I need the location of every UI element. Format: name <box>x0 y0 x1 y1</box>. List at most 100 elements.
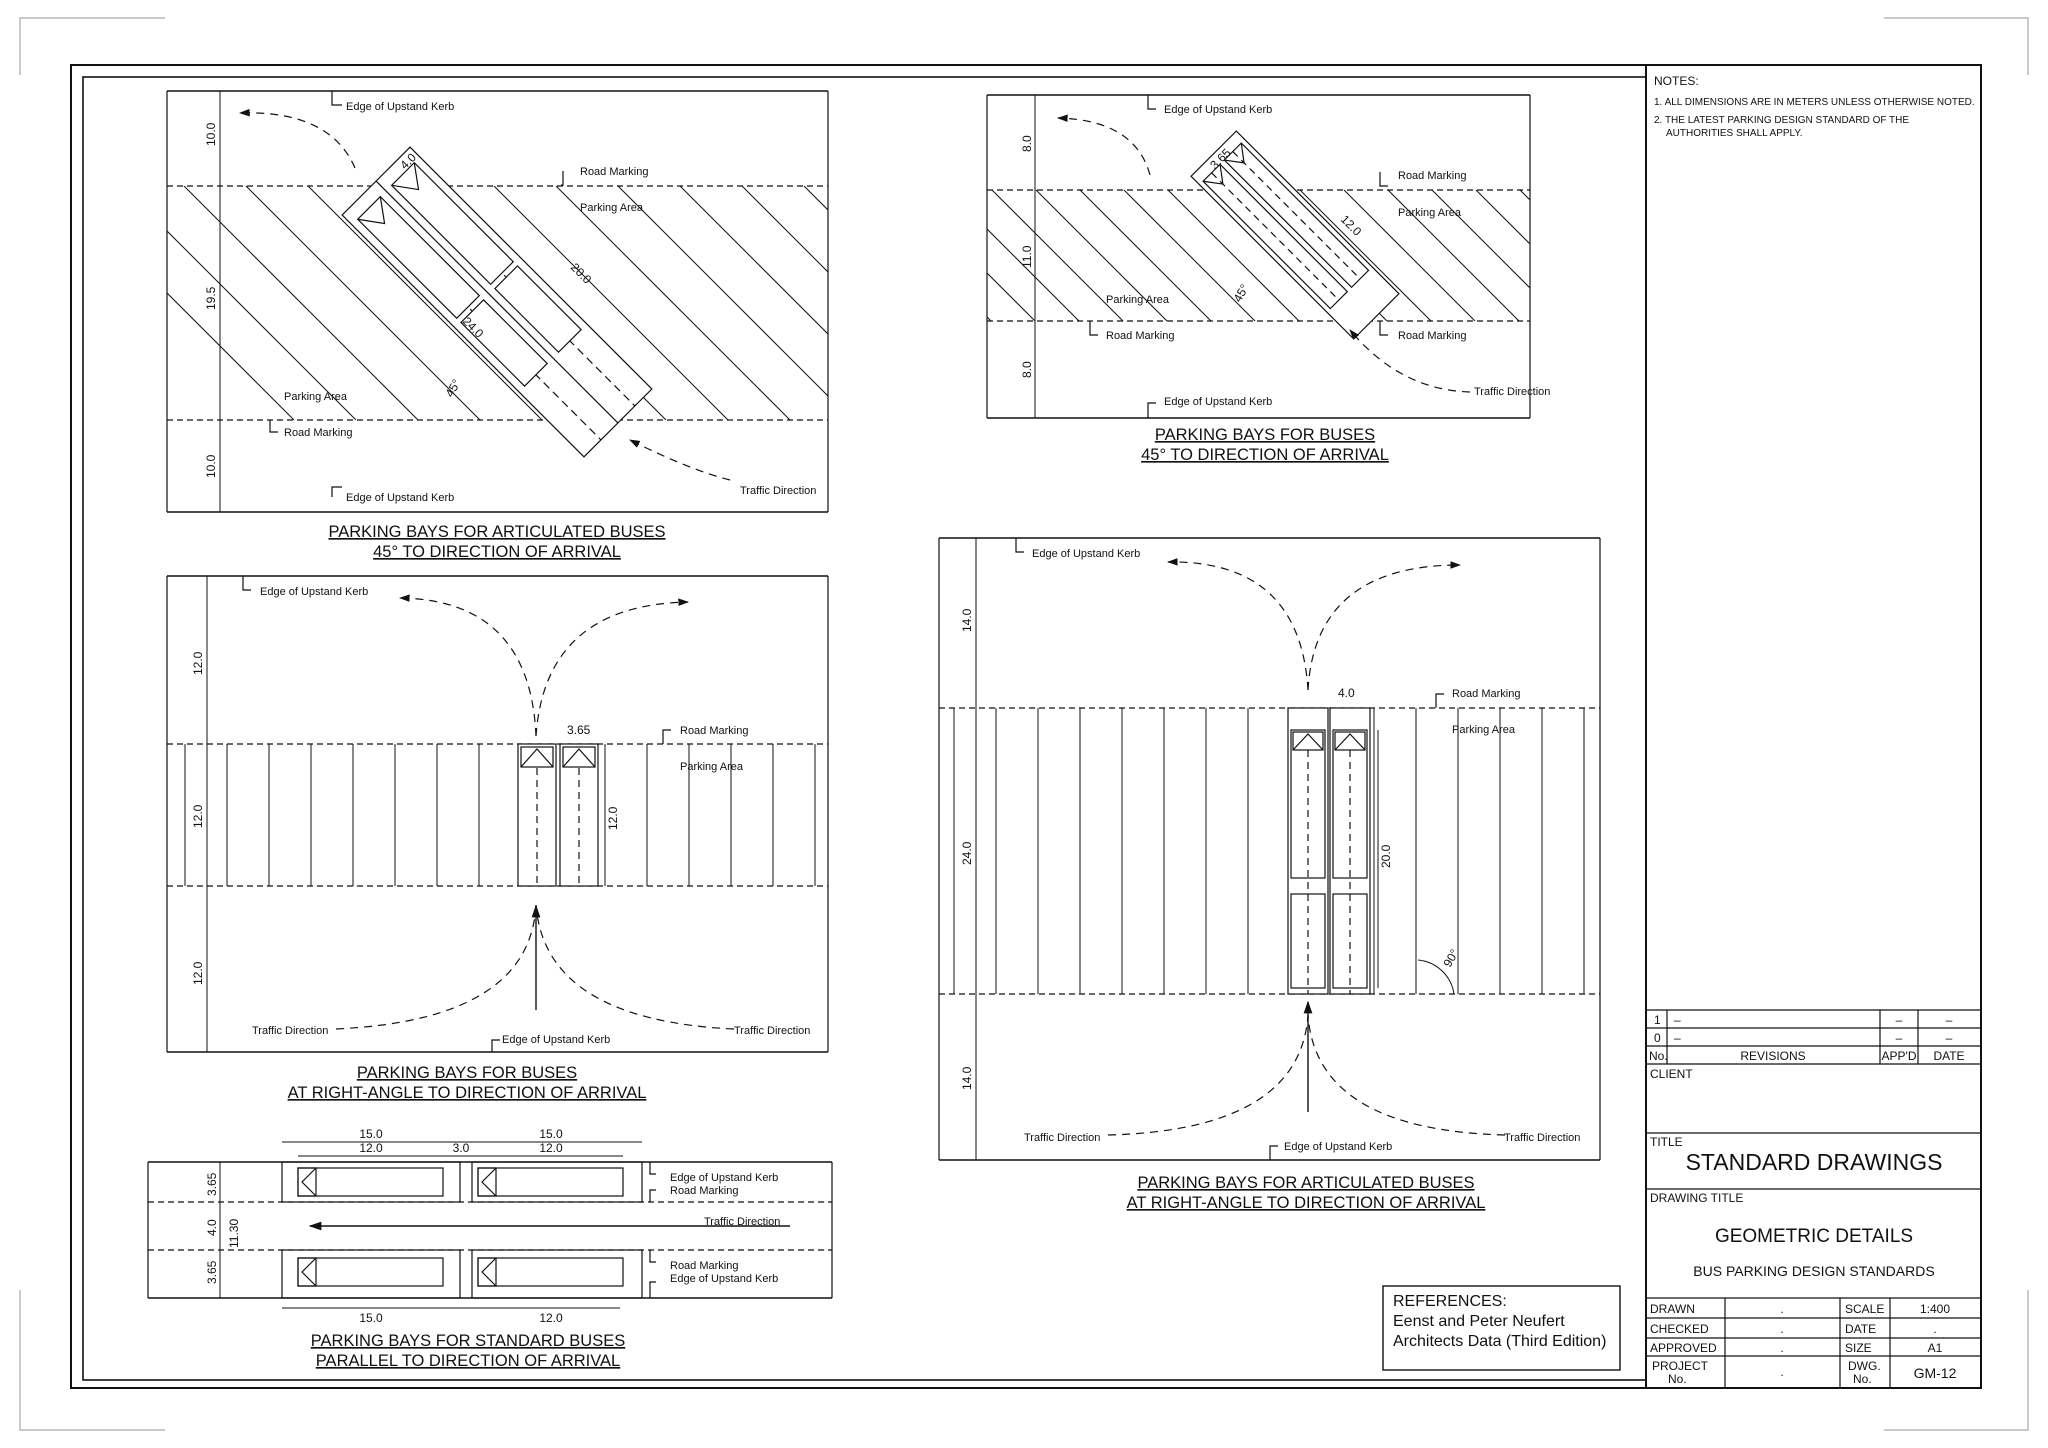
d2-bay-line <box>1387 190 1520 321</box>
d2-dim-bottom: 8.0 <box>1020 361 1034 378</box>
note-2: 2. THE LATEST PARKING DESIGN STANDARD OF… <box>1654 115 1909 126</box>
corner-marks <box>19 17 2029 1431</box>
title-label: TITLE <box>1650 1135 1683 1149</box>
d1-traffic: Traffic Direction <box>740 485 816 497</box>
d2-parking-area-left: Parking Area <box>1106 294 1170 306</box>
d4-dim-mid: 24.0 <box>960 841 974 865</box>
notes: NOTES: 1. ALL DIMENSIONS ARE IN METERS U… <box>1654 74 1975 139</box>
d2-bay-line <box>991 190 1124 321</box>
drawn-label: DRAWN <box>1650 1302 1695 1316</box>
d3-title-1: PARKING BAYS FOR BUSES <box>357 1064 577 1082</box>
d2-bay-line <box>1343 190 1476 321</box>
d5-dim-bay1-outer: 15.0 <box>359 1127 383 1141</box>
d5-text: Edge of Upstand Kerb Road Marking Traffi… <box>205 1127 780 1370</box>
d2-title-2: 45° TO DIRECTION OF ARRIVAL <box>1141 446 1389 464</box>
references-heading: REFERENCES: <box>1393 1293 1507 1310</box>
d4-kerb-bottom: Edge of Upstand Kerb <box>1284 1141 1392 1153</box>
d1-bay-line <box>741 186 828 273</box>
d2-dim-top: 8.0 <box>1020 135 1034 152</box>
title-value: STANDARD DRAWINGS <box>1686 1149 1943 1175</box>
checked-value: . <box>1780 1322 1783 1336</box>
d2-bay-line <box>1431 190 1530 289</box>
d1-dim-top: 10.0 <box>204 122 218 146</box>
d2-bay-line <box>1167 190 1300 321</box>
d1-bay-line <box>617 186 828 397</box>
outer-border <box>70 64 1982 1389</box>
drawn-value: . <box>1780 1302 1783 1316</box>
d5-dim-bay1-inner: 12.0 <box>359 1141 383 1155</box>
dwg-value: GM-12 <box>1914 1365 1957 1381</box>
d1-kerb-bottom: Edge of Upstand Kerb <box>346 492 454 504</box>
diagram-standard-parallel <box>147 1141 833 1309</box>
rev-row-0-no: 0 <box>1654 1031 1661 1045</box>
rev-row-1-desc: – <box>1674 1013 1681 1027</box>
d1-title-2: 45° TO DIRECTION OF ARRIVAL <box>373 543 621 561</box>
references-line-2: Architects Data (Third Edition) <box>1393 1333 1606 1350</box>
d5-dim-total: 11.30 <box>227 1219 241 1248</box>
d2-dim-length: 12.0 <box>1338 212 1365 239</box>
project-value: . <box>1780 1365 1783 1379</box>
d4-kerb-top: Edge of Upstand Kerb <box>1032 548 1140 560</box>
client-label: CLIENT <box>1650 1067 1693 1081</box>
d2-road-marking-left: Road Marking <box>1106 330 1174 342</box>
d2-dim-mid: 11.0 <box>1020 245 1034 268</box>
size-value: A1 <box>1928 1341 1943 1355</box>
d2-bay-line <box>1299 190 1432 321</box>
d4-traffic-right: Traffic Direction <box>1504 1132 1580 1144</box>
d5-road-marking-bottom: Road Marking <box>670 1260 738 1272</box>
d2-bay-line <box>987 272 1036 321</box>
notes-heading: NOTES: <box>1654 74 1699 88</box>
d1-text: Edge of Upstand Kerb Road Marking Parkin… <box>204 101 816 561</box>
d2-title-1: PARKING BAYS FOR BUSES <box>1155 426 1375 444</box>
d2-kerb-top: Edge of Upstand Kerb <box>1164 104 1272 116</box>
d1-bay-line <box>183 186 419 420</box>
d3-road-marking: Road Marking <box>680 725 748 737</box>
d1-parking-area-top: Parking Area <box>580 202 644 214</box>
d2-road-marking-right: Road Marking <box>1398 330 1466 342</box>
rev-head-appd: APP'D <box>1882 1049 1917 1063</box>
approved-label: APPROVED <box>1650 1341 1717 1355</box>
rev-row-0-date: – <box>1946 1031 1953 1045</box>
d1-parking-area-bottom: Parking Area <box>284 391 348 403</box>
d1-kerb-top: Edge of Upstand Kerb <box>346 101 454 113</box>
project-label-1: PROJECT <box>1652 1359 1709 1373</box>
note-1: 1. ALL DIMENSIONS ARE IN METERS UNLESS O… <box>1654 97 1975 108</box>
d2-text: Edge of Upstand Kerb Road Marking Parkin… <box>1020 104 1550 464</box>
checked-label: CHECKED <box>1650 1322 1709 1336</box>
dwg-label-2: No. <box>1853 1372 1872 1386</box>
d3-kerb-bottom: Edge of Upstand Kerb <box>502 1034 610 1046</box>
d4-title-1: PARKING BAYS FOR ARTICULATED BUSES <box>1137 1174 1474 1192</box>
d1-bay-line <box>803 186 828 211</box>
d3-dim-length: 12.0 <box>606 806 620 830</box>
note-2-cont: AUTHORITIES SHALL APPLY. <box>1666 128 1803 139</box>
d5-dim-bottom-outer: 15.0 <box>359 1311 383 1325</box>
rev-row-1-appd: – <box>1896 1013 1903 1027</box>
title-block-text: CLIENT TITLE STANDARD DRAWINGS DRAWING T… <box>1650 1067 1957 1386</box>
drawing-title-label: DRAWING TITLE <box>1650 1191 1743 1205</box>
d5-title-1: PARKING BAYS FOR STANDARD BUSES <box>311 1332 625 1350</box>
diagram-buses-right-angle <box>166 575 829 1053</box>
d1-title-1: PARKING BAYS FOR ARTICULATED BUSES <box>328 523 665 541</box>
drawing-title-value: GEOMETRIC DETAILS <box>1715 1226 1913 1247</box>
d1-bay-line <box>167 230 357 420</box>
scale-label: SCALE <box>1845 1302 1884 1316</box>
d5-dim-bay2-outer: 15.0 <box>539 1127 563 1141</box>
d2-kerb-bottom: Edge of Upstand Kerb <box>1164 396 1272 408</box>
drawing-subtitle-value: BUS PARKING DESIGN STANDARDS <box>1693 1263 1934 1279</box>
d4-traffic-left: Traffic Direction <box>1024 1132 1100 1144</box>
d4-dim-length: 20.0 <box>1379 844 1393 868</box>
d1-bay-line <box>555 186 791 420</box>
d2-bay-line <box>987 316 992 321</box>
d5-kerb-top: Edge of Upstand Kerb <box>670 1172 778 1184</box>
d2-bay-line <box>1123 190 1256 321</box>
d5-kerb-bottom: Edge of Upstand Kerb <box>670 1273 778 1285</box>
d1-dim-angle: 45° <box>442 377 463 400</box>
d2-parking-area-right: Parking Area <box>1398 207 1462 219</box>
d5-dim-bay2-inner: 12.0 <box>539 1141 563 1155</box>
rev-row-1-no: 1 <box>1654 1013 1661 1027</box>
d3-dim-width: 3.65 <box>567 723 591 737</box>
title-block <box>1646 1009 1981 1388</box>
d1-bay-line <box>245 186 481 420</box>
d4-parking-area: Parking Area <box>1452 724 1516 736</box>
d5-dim-bottom-inner: 12.0 <box>539 1311 563 1325</box>
